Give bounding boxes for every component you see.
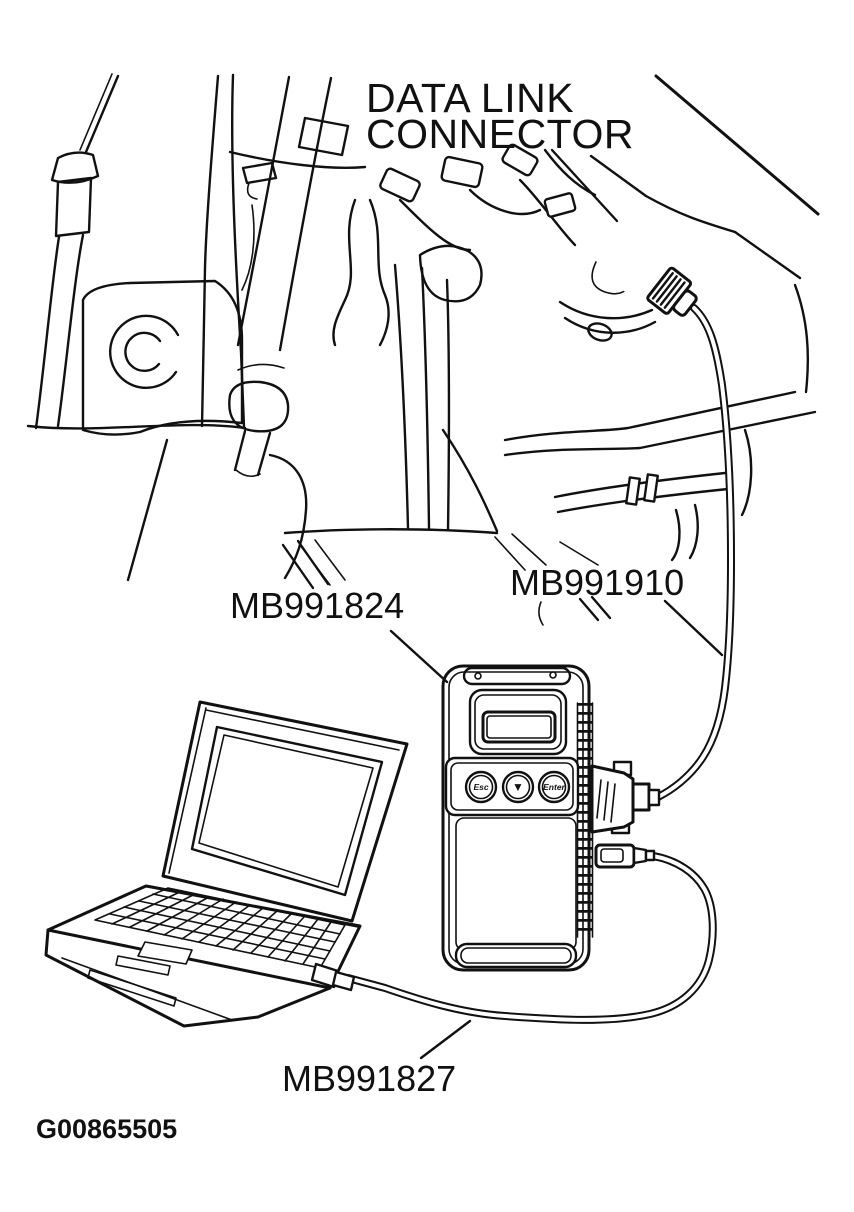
leader-lines — [389, 148, 724, 1060]
esc-button-label: Esc — [473, 782, 488, 792]
laptop-port — [310, 962, 340, 989]
leader-mb991910 — [663, 599, 724, 657]
down-arrow-button[interactable]: ▼ — [501, 770, 535, 804]
leader-mb991827 — [419, 1019, 472, 1060]
laptop-touchpad — [137, 941, 193, 965]
callout-dlc-cable: MB991910 — [510, 562, 684, 603]
enter-button[interactable]: Enter — [537, 770, 571, 804]
laptop-screen — [190, 725, 384, 897]
scan-tool: Esc ▼ Enter — [441, 664, 661, 972]
title-line2: CONNECTOR — [366, 111, 634, 157]
scan-tool-display — [468, 688, 568, 756]
cable-mb991827 — [344, 852, 717, 1024]
figure-code: G00865505 — [36, 1114, 177, 1144]
laptop-cable-plug — [331, 970, 356, 992]
scan-tool-buttons: Esc ▼ Enter — [444, 756, 580, 817]
enter-button-label: Enter — [543, 782, 565, 792]
data-link-connector-plug — [602, 229, 698, 317]
usb-connector — [594, 843, 656, 869]
title-line1: DATA LINK — [366, 75, 574, 121]
dsub-connector — [590, 760, 661, 835]
underdash-illustration — [26, 73, 820, 626]
callout-scan-tool: MB991824 — [230, 585, 404, 626]
laptop — [44, 700, 409, 1028]
leader-data-link-connector — [550, 148, 619, 223]
screw-icon — [474, 672, 482, 680]
screw-icon — [549, 671, 557, 679]
cable-mb991910 — [654, 304, 736, 801]
laptop-lid — [161, 700, 409, 923]
laptop-keyboard — [94, 887, 346, 969]
laptop-front — [44, 928, 332, 1028]
callout-pc-cable: MB991827 — [282, 1058, 456, 1099]
leader-mb991824 — [389, 629, 449, 684]
down-arrow-icon: ▼ — [512, 780, 524, 794]
esc-button[interactable]: Esc — [464, 770, 498, 804]
